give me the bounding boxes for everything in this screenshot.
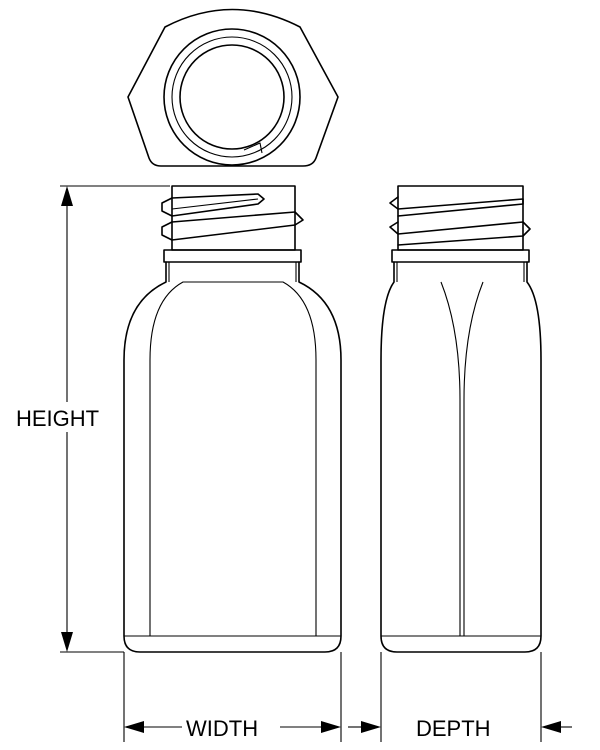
width-arrow-right [321,721,341,733]
bottle-front-view [123,185,342,653]
side-thread-upper [389,196,524,217]
width-dimension: WIDTH [123,652,342,742]
side-thread-lower [389,221,531,246]
depth-arrow-left [361,721,381,733]
side-neck-band [391,249,530,263]
thread-start-mark [243,142,263,154]
height-arrow-top [61,186,73,206]
height-dimension: HEIGHT [14,185,170,653]
bottle-side-view [380,185,542,653]
front-body-panel [149,281,317,637]
neck-thread-circle [171,36,293,158]
front-thread-lower [161,211,304,241]
depth-label: DEPTH [416,716,491,741]
width-arrow-left [124,721,144,733]
front-neck-band [163,249,302,263]
side-body-outline [380,261,542,653]
height-label: HEIGHT [16,406,99,431]
neck-outer-circle [163,28,301,166]
front-thread-upper [161,193,265,217]
neck-inner-circle [179,44,285,150]
side-body-panel-right [463,281,484,636]
top-view-outline [127,8,339,167]
depth-arrow-right [541,721,561,733]
side-body-panel-left [440,281,461,636]
width-label: WIDTH [186,716,258,741]
height-arrow-bottom [61,632,73,652]
depth-dimension: DEPTH [348,652,572,742]
bottle-top-view [127,8,339,167]
front-body-outline [123,261,342,653]
front-thread-line [171,198,259,210]
